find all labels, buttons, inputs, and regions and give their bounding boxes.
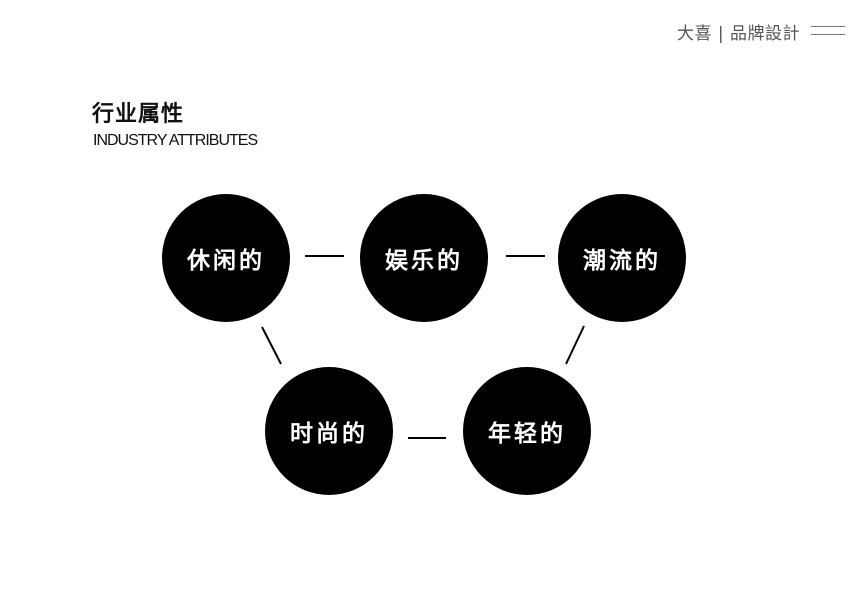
node-label: 休闲的 — [187, 248, 265, 274]
brand-name: 大喜 | 品牌設計 — [676, 24, 800, 44]
node-fashionable: 时尚的 — [265, 367, 393, 495]
node-label: 年轻的 — [488, 421, 566, 447]
section-title: 行业属性 — [92, 102, 185, 127]
node-youthful: 年轻的 — [463, 367, 591, 495]
node-label: 时尚的 — [290, 421, 368, 447]
node-label: 潮流的 — [583, 248, 661, 274]
decorative-double-line — [811, 24, 845, 36]
node-trendy: 潮流的 — [558, 194, 686, 322]
connector-trendy-youthful — [565, 325, 585, 365]
connector-casual-fashionable — [261, 326, 282, 365]
node-entertaining: 娱乐的 — [360, 194, 488, 322]
section-subtitle: INDUSTRY ATTRIBUTES — [93, 132, 258, 149]
node-label: 娱乐的 — [385, 248, 463, 274]
node-casual: 休闲的 — [162, 194, 290, 322]
